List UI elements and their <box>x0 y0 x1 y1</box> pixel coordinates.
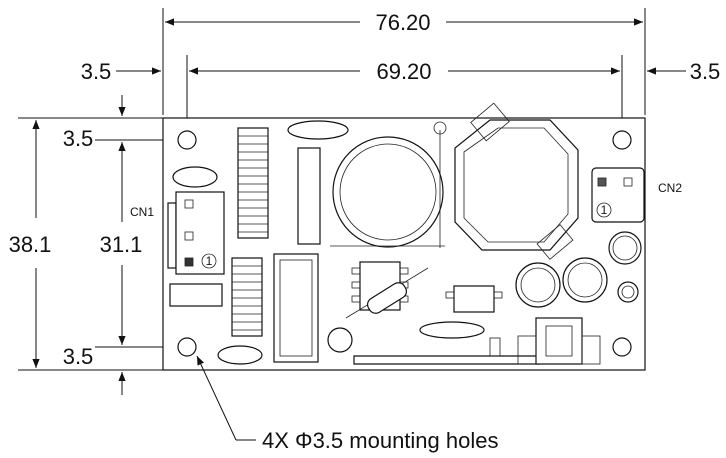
cn1-pin1-marker: 1 <box>206 254 213 268</box>
mounting-hole-top-right <box>612 130 632 150</box>
cn2-label: CN2 <box>658 181 682 195</box>
small-rect-component <box>169 283 223 307</box>
coil-inductor-bottom <box>231 257 263 337</box>
mounting-hole-bottom-right <box>612 337 632 357</box>
mounting-hole-callout-label: 4X Φ3.5 mounting holes <box>262 428 498 453</box>
capacitor-round <box>515 262 561 308</box>
overall-height-dimension: 38.1 <box>9 117 163 371</box>
small-capacitor <box>327 327 353 353</box>
oval-component <box>172 166 218 188</box>
oval-component <box>419 321 485 339</box>
electrolytic-capacitor <box>330 121 447 248</box>
hole-pitch-width-dimension: 69.20 <box>186 55 623 118</box>
hole-pitch-height-label: 31.1 <box>100 232 143 257</box>
overall-width-label: 76.20 <box>375 10 430 35</box>
mounting-hole-bottom-left <box>177 337 197 357</box>
coil-inductor-top <box>237 127 269 239</box>
right-margin-label: 3.5 <box>690 59 721 84</box>
right-margin-dimension: 3.5 <box>647 59 720 84</box>
cn1-connector: 1 <box>167 191 225 275</box>
main-transformer <box>454 102 579 260</box>
output-bar <box>353 317 601 365</box>
small-ic <box>445 285 503 313</box>
capacitor-small <box>617 281 639 303</box>
hole-pitch-height-dimension: 31.1 <box>95 139 163 348</box>
oval-component <box>217 345 263 365</box>
oval-component <box>287 120 349 140</box>
bottom-margin-label: 3.5 <box>63 344 94 369</box>
overall-width-dimension: 76.20 <box>162 8 646 115</box>
top-margin-dimension: 3.5 <box>63 95 126 151</box>
capacitor-round <box>562 257 608 303</box>
mounting-hole-top-left <box>177 130 197 150</box>
left-margin-label: 3.5 <box>81 59 112 84</box>
cn2-connector: 1 <box>591 167 645 223</box>
cn1-label: CN1 <box>130 205 154 219</box>
bottom-margin-dimension: 3.5 <box>63 344 126 395</box>
overall-height-label: 38.1 <box>9 232 52 257</box>
capacitor-round <box>608 231 642 265</box>
bridge-rectifier <box>273 253 319 363</box>
fuse-component <box>345 267 429 319</box>
left-margin-dimension: 3.5 <box>81 59 161 84</box>
resistor-block <box>297 147 321 245</box>
mounting-hole-callout: 4X Φ3.5 mounting holes <box>196 355 498 453</box>
top-margin-label: 3.5 <box>63 126 94 151</box>
hole-pitch-width-label: 69.20 <box>376 59 431 84</box>
cn2-pin1-marker: 1 <box>601 203 608 217</box>
